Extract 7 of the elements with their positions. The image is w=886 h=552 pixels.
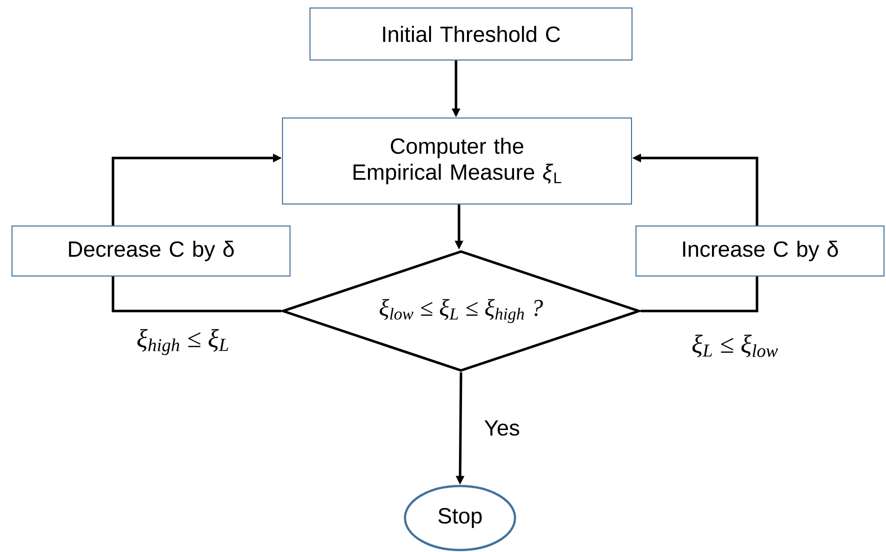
process-box: Decrease C by δ (12, 226, 290, 276)
edge-label: ξ$_{high}$ ≤ ξ$_{L}$ (136, 328, 230, 356)
edge-label: Yes (483, 419, 521, 437)
edge-label: ξ$_{L}$ ≤ ξ$_{low}$ (690, 334, 780, 358)
process-box: Computer the Empirical Measure ξ$_{L}$ (282, 118, 632, 204)
process-box: Initial Threshold C (310, 8, 632, 60)
process-box: Increase C by δ (636, 226, 884, 276)
